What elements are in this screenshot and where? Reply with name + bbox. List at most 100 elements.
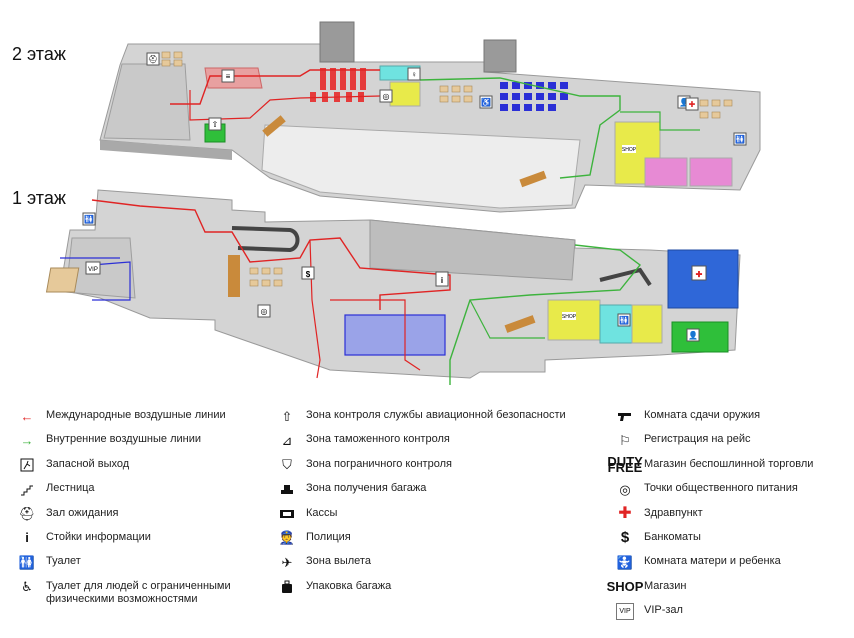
baggage-belt-left [45,267,80,293]
legend-item-emergency-exit: Запасной выход [16,457,271,481]
control-zone-blue [344,314,446,356]
shop-yellow-1f-b [631,304,663,344]
green-arrow-icon: → [20,432,34,448]
legend-item-domestic: → Внутренние воздушные линии [16,432,271,456]
emergency-exit-icon [16,457,38,473]
legend-item-info: i Стойки информации [16,530,271,554]
ticket-office-icon [276,506,298,522]
svg-text:♿: ♿ [481,97,491,107]
legend-item-mother-child: 🚼 Комната матери и ребенка [614,554,849,578]
atrium-void [261,124,581,209]
domestic-seats [500,82,568,111]
legend-item-ticket-office: Кассы [276,506,606,530]
svg-text:VIP: VIP [88,267,98,273]
map-shop-labels: SHOP SHOP [562,145,637,320]
legend-item-baggage-wrap: Упаковка багажа [276,579,606,603]
legend-item-check-in: ⚐ Регистрация на рейс [614,432,849,456]
green-room-1f [671,321,729,353]
info-icon: i [25,530,29,546]
domestic-route-1f [449,244,641,385]
domestic-route-2f [419,77,621,179]
legend-item-security: ⇧ Зона контроля службы авиационной безоп… [276,408,606,432]
atm-icon: $ [620,529,630,547]
stairs-1f-right [504,315,536,333]
customs-icon: ⊿ [281,432,293,448]
legend-item-baggage-claim: Зона получения багажа [276,481,606,505]
vip-icon: VIP [614,602,636,620]
shop-pink-2f-a [644,157,688,187]
svg-text:♀: ♀ [411,70,417,79]
legend-item-waiting-hall: ⛑ Зал ожидания [16,506,271,530]
legend-column-3: Комната сдачи оружия ⚐ Регистрация на ре… [606,408,849,628]
duty-free-icon: DUTY FREE [607,453,643,475]
police-icon: 👮 [278,530,296,546]
mother-child-icon: 🚼 [616,554,634,570]
svg-text:👤: 👤 [688,330,698,340]
legend-item-first-aid: ✚ Здравпункт [614,506,849,530]
map-shop-label-2f: SHOP [622,147,637,153]
svg-text:⇧: ⇧ [212,120,219,129]
weapons-icon [614,408,636,424]
legend-item-vip: VIP VIP-зал [614,602,849,627]
baggage-wrap-icon [276,579,298,595]
legend-item-toilet: 🚻 Туалет [16,554,271,578]
legend-item-police: 👮 Полиция [276,530,606,554]
svg-text:≡: ≡ [226,72,231,81]
svg-text:◎: ◎ [261,307,268,316]
svg-text:⛑: ⛑ [148,55,158,64]
shop-yellow-1f [547,299,601,341]
baggage-carousel-top [231,226,300,253]
legend-item-international: ← Международные воздушные линии [16,408,271,432]
departure-icon: ✈ [281,554,293,570]
central-check-in-hall [369,219,576,281]
baggage-carousel-right [599,267,652,287]
legend-column-1: ← Международные воздушные линии → Внутре… [16,408,271,609]
shop-icon: SHOP [606,578,644,594]
accessible-toilet-icon: ♿ [21,579,33,595]
gate-tower-right [483,39,517,73]
legend-item-food: ◎ Точки общественного питания [614,481,849,505]
map-icons: ⛑ ≡ ⇧ ◎ ♀ ♿ 👤 🚻 ✚ 🚻 VIP $ i ✚ 👤 🚻 ◎ [82,52,747,342]
legend-column-2: ⇧ Зона контроля службы авиационной безоп… [276,408,606,603]
svg-text:🚻: 🚻 [735,134,745,144]
legend-item-shop: SHOP Магазин [606,578,687,594]
international-route-1f [91,199,451,310]
food-icon: ◎ [619,481,631,497]
baggage-claim-icon [276,481,298,497]
legend-item-atm: $ Банкоматы [614,530,849,554]
gate-tower-left [319,21,355,63]
stairs-1f-left [228,255,240,297]
svg-text:🚻: 🚻 [619,315,629,325]
legend-item-stairs: Лестница [16,481,271,505]
border-control-icon: ⛉ [282,457,292,473]
map-legend: ← Международные воздушные линии → Внутре… [0,408,854,636]
first-floor-plan [45,189,741,385]
stairs-2f-right [519,170,547,188]
second-floor-plan [99,21,761,213]
toilet-icon: 🚻 [18,554,36,570]
international-route-2f [170,69,380,105]
cafe-yellow-2f [389,81,421,107]
svg-text:🚻: 🚻 [84,214,94,224]
legend-item-border: ⛉ Зона пограничного контроля [276,457,606,481]
shop-pink-2f-b [689,157,733,187]
svg-text:◎: ◎ [383,92,390,101]
legend-item-duty-free: DUTY FREE Магазин беспошлинной торговли [607,453,814,475]
svg-text:✚: ✚ [689,100,696,109]
first-floor-label: 1 этаж [12,188,66,208]
stairs-icon [16,481,38,497]
svg-text:i: i [441,276,443,285]
terminal-floor-plan: ⛑ ≡ ⇧ ◎ ♀ ♿ 👤 🚻 ✚ 🚻 VIP $ i ✚ 👤 🚻 ◎ SHOP… [45,21,761,385]
stairs-2f-left [262,115,286,137]
map-shop-label-1f: SHOP [562,314,577,320]
legend-item-departure: ✈ Зона вылета [276,554,606,578]
red-arrow-icon: ← [20,408,34,424]
legend-item-accessible-toilet: ♿ Туалет для людей с ограниченными физич… [16,579,271,609]
svg-text:✚: ✚ [696,270,703,279]
second-floor-label: 2 этаж [12,44,66,64]
legend-item-weapons: Комната сдачи оружия [614,408,849,432]
legend-item-customs: ⊿ Зона таможенного контроля [276,432,606,456]
security-control-icon: ⇧ [281,408,293,424]
svg-text:👤: 👤 [679,97,689,107]
first-aid-icon: ✚ [618,505,632,523]
